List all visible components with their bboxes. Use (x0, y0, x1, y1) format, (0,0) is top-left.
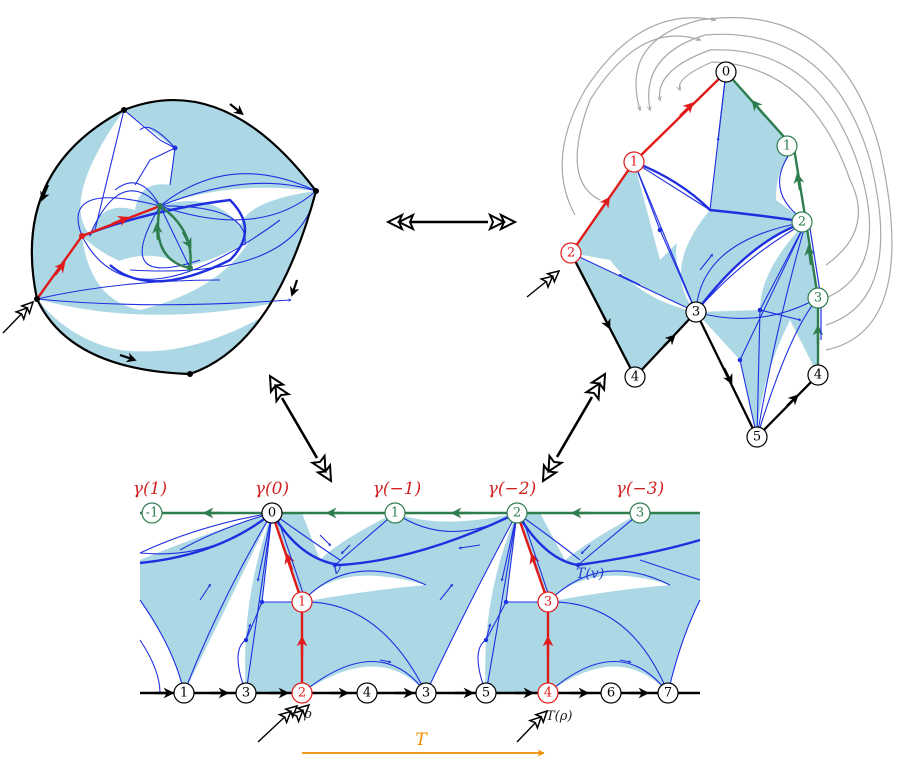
gamma-label: γ(−3) (616, 479, 665, 499)
svg-text:1: 1 (391, 506, 399, 521)
vertex-bottom: 6 (600, 682, 622, 704)
vertex-tr-5: 5 (746, 426, 768, 448)
T-label: T (415, 730, 428, 750)
input-arrow-icon (516, 706, 552, 743)
trho-label: T(ρ) (546, 709, 572, 724)
input-arrow-icon (526, 266, 564, 298)
vertex-top: 3 (629, 502, 651, 524)
vertex-bottom: 1 (173, 682, 195, 704)
svg-text:0: 0 (268, 506, 276, 521)
vertex-bottom: 5 (475, 682, 497, 704)
svg-text:4: 4 (544, 686, 552, 701)
svg-text:3: 3 (422, 686, 430, 701)
double-arrow-icon (262, 371, 339, 486)
vertex-bottom: 4 (537, 682, 559, 704)
svg-text:3: 3 (636, 506, 644, 521)
svg-text:3: 3 (242, 686, 250, 701)
svg-text:1: 1 (180, 686, 188, 701)
vertex-middle: 3 (537, 591, 559, 613)
vertex-tr-4-right: 4 (807, 364, 829, 386)
gamma-label: γ(0) (255, 479, 289, 499)
svg-text:2: 2 (513, 506, 521, 521)
vertex-bottom: 7 (657, 682, 679, 704)
vertex-bottom: 2 (291, 682, 313, 704)
top-right-graph: 0 1 1 2 2 3 3 4 4 5 (526, 18, 893, 448)
svg-text:3: 3 (692, 305, 700, 320)
vertex-tr-4-left: 4 (624, 366, 646, 388)
svg-text:2: 2 (567, 246, 575, 261)
v-label: v (333, 562, 341, 578)
vertex-top: 0 (261, 502, 283, 524)
svg-text:-1: -1 (146, 506, 159, 521)
vertex-tr-3-green: 3 (807, 287, 829, 309)
gamma-label: γ(−2) (488, 479, 537, 499)
svg-text:6: 6 (607, 686, 615, 701)
svg-text:2: 2 (298, 686, 306, 701)
vertex-tr-1-red: 1 (623, 151, 645, 173)
gamma-label: γ(−1) (373, 479, 422, 499)
vertex-top: 1 (384, 502, 406, 524)
vertex-top: -1 (141, 502, 163, 524)
svg-text:2: 2 (798, 215, 806, 230)
vertex-middle: 1 (291, 591, 313, 613)
strip-diagram: γ(1) γ(0) γ(−1) γ(−2) γ(−3) -1 0 1 2 3 1… (133, 479, 701, 757)
svg-text:4: 4 (631, 370, 639, 385)
svg-text:4: 4 (363, 686, 371, 701)
vertex-top: 2 (506, 502, 528, 524)
gamma-label: γ(1) (133, 479, 167, 499)
input-arrow-icon (257, 700, 314, 743)
vertex-bottom: 4 (356, 682, 378, 704)
input-arrow-icon (2, 297, 38, 334)
double-arrow-icon (535, 369, 613, 486)
svg-text:3: 3 (814, 291, 822, 306)
svg-text:7: 7 (664, 686, 672, 701)
svg-text:1: 1 (783, 139, 791, 154)
vertex-tr-3: 3 (685, 301, 707, 323)
svg-text:1: 1 (630, 155, 638, 170)
tv-label: T(v) (576, 566, 604, 582)
svg-text:5: 5 (753, 430, 761, 445)
vertex-bottom: 3 (235, 682, 257, 704)
vertex-tr-2-green: 2 (791, 211, 813, 233)
vertex-bottom: 3 (415, 682, 437, 704)
svg-text:3: 3 (544, 595, 552, 610)
disk-diagram (2, 98, 319, 377)
vertex-tr-2-red: 2 (560, 242, 582, 264)
vertex-tr-0: 0 (715, 61, 737, 83)
double-arrow-icon (387, 214, 516, 230)
svg-text:5: 5 (482, 686, 490, 701)
rho-label: ρ (303, 707, 312, 722)
svg-text:0: 0 (722, 65, 730, 80)
vertex-tr-1-green: 1 (776, 135, 798, 157)
svg-text:1: 1 (298, 595, 306, 610)
svg-text:4: 4 (814, 368, 822, 383)
